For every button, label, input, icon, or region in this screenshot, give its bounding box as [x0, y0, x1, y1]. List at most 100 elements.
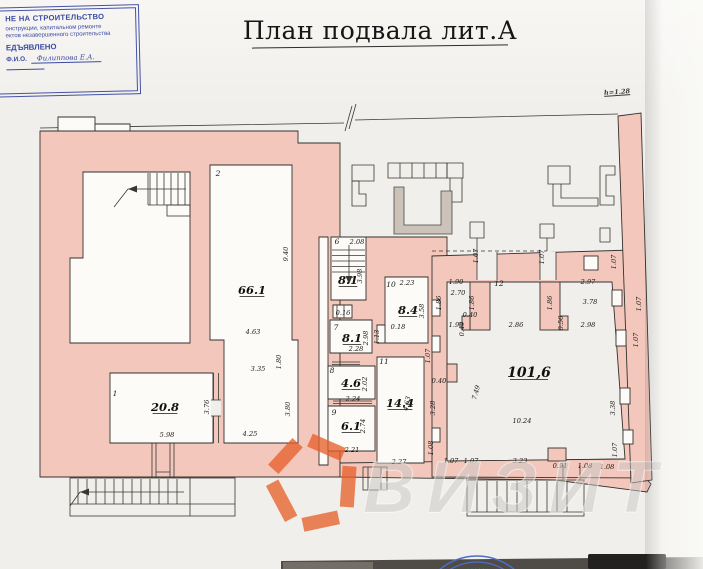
- dimension-label: 0.40: [432, 377, 447, 385]
- room-area-label: 4.6: [341, 376, 361, 390]
- stair-landing-small: [332, 304, 353, 319]
- dimension-label: 3.23: [513, 457, 528, 465]
- exterior-porch: [362, 466, 388, 491]
- stairwell-stairs: [113, 173, 191, 217]
- dimension-label: 2.74: [359, 419, 367, 435]
- dimension-label: 3.78: [583, 298, 598, 306]
- dimension-label: 0.18: [391, 323, 406, 331]
- dimension-label: 4.63: [401, 396, 412, 413]
- room-number-label: 11: [379, 357, 389, 366]
- dimension-label: 2.98: [580, 321, 596, 329]
- exterior-stair-left: [69, 477, 236, 517]
- partition: [211, 373, 221, 443]
- rooms: [69, 164, 429, 466]
- dimension-label: 1.86: [435, 296, 443, 311]
- dimension-label: 0.40: [463, 311, 478, 319]
- dimension-label: 2.98: [362, 331, 370, 347]
- dimension-label: 1.86: [468, 296, 476, 311]
- dimension-label: 3.35: [251, 365, 266, 373]
- hall-pilasters: [431, 255, 634, 462]
- dimension-label: 9.40: [282, 247, 290, 262]
- dimension-label: 1.07: [464, 457, 479, 465]
- dimension-label: 1.08: [427, 441, 435, 456]
- room-66-1: [209, 164, 299, 444]
- room-number-label: 8: [330, 366, 335, 375]
- round-seal: [439, 555, 515, 569]
- room-area-label: 66.1: [238, 283, 266, 297]
- top-left-porch: [57, 116, 131, 132]
- room-number-label: 12: [494, 279, 504, 288]
- dimension-label: 1.07: [424, 348, 432, 363]
- room-number-label: 2: [215, 169, 221, 178]
- room-8-4: [384, 276, 429, 344]
- dimension-label: 2.97: [580, 278, 596, 286]
- dimension-label: 5.98: [160, 431, 175, 439]
- dimension-label: 0.91: [553, 462, 568, 470]
- room6-stairs: [332, 245, 365, 318]
- dimension-label: 3.80: [284, 402, 292, 417]
- room-number-label: 10: [386, 280, 396, 289]
- room-number-label: 6: [335, 237, 340, 246]
- plan-labels: 20.8166.128.168.174.686.198.41014.411101…: [113, 169, 643, 471]
- door-marks: [332, 361, 372, 404]
- dimension-label: 3.76: [203, 400, 211, 415]
- room-area-label: 8.1: [338, 273, 358, 287]
- scan-shading-top: [0, 0, 703, 110]
- dimension-label: 1.07: [472, 248, 480, 263]
- dimension-label: 1.07: [444, 457, 459, 465]
- room-number-label: 7: [334, 323, 339, 332]
- outline-fragments: [351, 162, 616, 251]
- dimension-label: 2.27: [391, 458, 407, 466]
- room-6-1: [327, 405, 376, 452]
- dimension-label: 2.21: [344, 446, 360, 454]
- dimension-label: 2.24: [345, 395, 361, 403]
- dimension-label: 4.25: [242, 430, 258, 438]
- dimension-label: 2.28: [348, 345, 364, 353]
- room-number-label: 9: [332, 408, 337, 417]
- dimension-label: 4.63: [245, 328, 261, 336]
- exterior-stair-center: [466, 465, 585, 517]
- dimension-label: 1.07: [611, 442, 619, 457]
- entrance-channel: [151, 443, 175, 478]
- dimension-label: 1.07: [632, 332, 640, 347]
- dimension-label: 1.86: [546, 296, 554, 311]
- dimension-label: 1.08: [600, 463, 615, 471]
- room-area-label: 6.1: [341, 419, 361, 433]
- dimension-label: 1.80: [275, 355, 283, 370]
- room-8-4-notch: [376, 324, 386, 344]
- dimension-label: 1.07: [610, 254, 618, 269]
- dimension-label: 1.13: [373, 330, 381, 345]
- dimension-label: 2.23: [399, 279, 415, 287]
- dimension-label: 1.90: [449, 278, 464, 286]
- dimension-label: 1.07: [635, 296, 643, 311]
- dimension-label: 1.90: [449, 321, 464, 329]
- gray-structure: [393, 186, 453, 235]
- watermark: ВИЗИТ: [265, 433, 669, 532]
- dimension-label: 3.38: [609, 401, 617, 416]
- room-14-4: [376, 356, 425, 464]
- room-number-label: 1: [113, 389, 118, 398]
- dimension-label: 0.50: [557, 316, 565, 331]
- room-area-label: 20.8: [150, 400, 179, 414]
- watermark-text: ВИЗИТ: [363, 448, 669, 528]
- room-area-label: 8.1: [342, 331, 362, 345]
- drawing-title: План подвала лит.А: [242, 16, 518, 45]
- wall-openings: [432, 250, 557, 280]
- dimension-label: 2.70: [450, 289, 466, 297]
- room-4-6: [327, 365, 376, 400]
- dimension-label: 2.08: [349, 238, 365, 246]
- dimension-label: 3.98: [356, 269, 364, 284]
- room-area-label: 101,6: [507, 365, 551, 381]
- dimension-label: 3.28: [429, 401, 437, 416]
- room-area-label: 14.4: [386, 396, 414, 410]
- dimension-label: 0.40: [458, 322, 466, 337]
- dimension-label: 2.02: [361, 377, 369, 393]
- dimension-label: 2.86: [508, 321, 524, 329]
- room-stairwell: [69, 171, 191, 344]
- corridor-strip: [318, 236, 329, 466]
- watermark-logo-icon: [265, 433, 357, 532]
- room-20-8: [109, 372, 214, 444]
- dimension-label: 0.16: [336, 309, 351, 317]
- room-8-1a: [330, 236, 367, 301]
